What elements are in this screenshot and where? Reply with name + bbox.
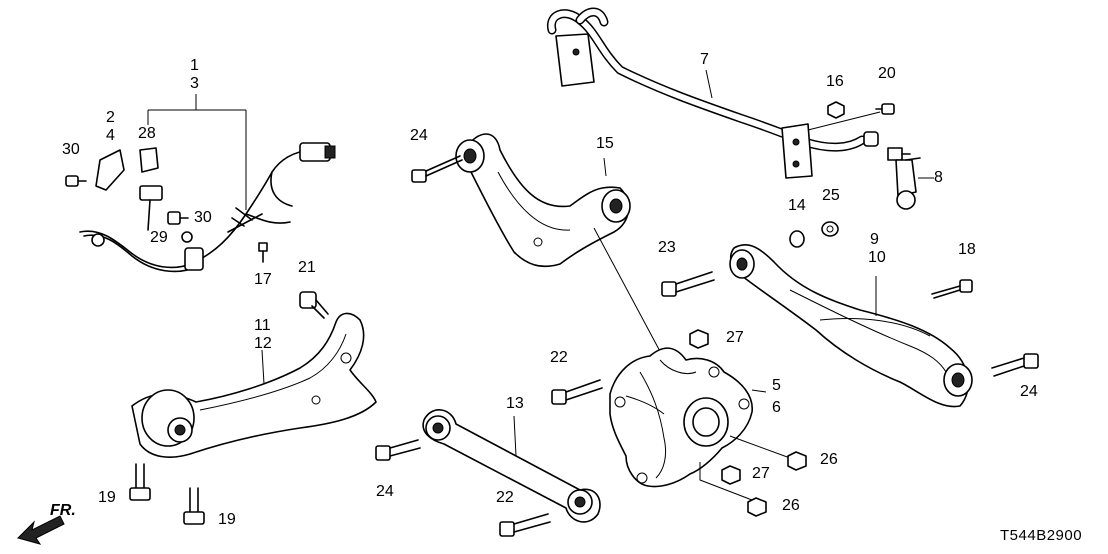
callout-1: 1 (190, 57, 199, 74)
callout-18: 18 (958, 241, 976, 258)
callout-24-upper: 24 (410, 127, 428, 144)
washer-14-drawing (789, 230, 805, 248)
callout-13: 13 (506, 395, 524, 412)
bolt-19-left-drawing (129, 463, 151, 501)
callout-20: 20 (878, 65, 896, 82)
bolt-18-drawing (931, 279, 973, 299)
callout-22-upper: 22 (550, 349, 568, 366)
front-direction-arrow (17, 515, 65, 545)
bolt-21-drawing (299, 291, 329, 319)
leader-26-lower (699, 462, 753, 501)
callout-27-upper: 27 (726, 329, 744, 346)
callout-26-upper: 26 (820, 451, 838, 468)
callout-26-lower: 26 (782, 497, 800, 514)
bolt-24-right-drawing (991, 353, 1039, 377)
wheel-speed-sensor-harness-drawing (79, 142, 336, 273)
callout-25: 25 (822, 187, 840, 204)
sensor-bracket-drawing (95, 149, 125, 191)
nut-26-lower-drawing (747, 497, 767, 517)
callout-29: 29 (150, 229, 168, 246)
leader-11-12 (261, 349, 265, 385)
bolt-24-upper-drawing (411, 155, 463, 183)
callout-19-right: 19 (218, 511, 236, 528)
callout-2: 2 (106, 109, 115, 126)
control-rod-drawing (422, 409, 601, 523)
leader-lines-1-3 (147, 94, 247, 210)
callout-10: 10 (868, 249, 886, 266)
callout-22-lower: 22 (496, 489, 514, 506)
lower-arm-drawing (729, 244, 973, 408)
leader-7 (705, 69, 713, 99)
nut-27-upper-drawing (689, 329, 709, 349)
callout-8: 8 (934, 169, 943, 186)
callout-16: 16 (826, 73, 844, 90)
callout-19-left: 19 (98, 489, 116, 506)
leader-26-upper (729, 435, 791, 459)
trailing-arm-drawing (131, 312, 377, 458)
diagram-code: T544B2900 (1000, 527, 1083, 544)
callout-15: 15 (596, 135, 614, 152)
bolt-17-drawing (258, 242, 268, 263)
stabilizer-bar-drawing (546, 7, 879, 179)
callout-17: 17 (254, 271, 272, 288)
callout-27-lower: 27 (752, 465, 770, 482)
flange-bolt-30-left (65, 175, 87, 187)
callout-9: 9 (870, 231, 879, 248)
front-direction-label: FR. (50, 502, 76, 519)
bolt-19-right-drawing (183, 487, 205, 525)
callout-6: 6 (772, 399, 781, 416)
nut-16-drawing (827, 101, 845, 119)
callout-30-right: 30 (194, 209, 212, 226)
leader-15-knuckle (593, 227, 671, 371)
callout-28: 28 (138, 125, 156, 142)
collar-25-drawing (821, 221, 839, 237)
callout-24-right: 24 (1020, 383, 1038, 400)
leader-15 (603, 157, 607, 177)
leader-13 (513, 415, 517, 457)
bolt-20-drawing (875, 103, 895, 115)
callout-3: 3 (190, 75, 199, 92)
leader-16-20 (807, 111, 881, 131)
knuckle-drawing (609, 347, 753, 488)
leader-5-6 (751, 389, 767, 393)
callout-12: 12 (254, 335, 272, 352)
callout-14: 14 (788, 197, 806, 214)
callout-4: 4 (106, 127, 115, 144)
bolt-24-lower-drawing (375, 439, 421, 461)
callout-11: 11 (254, 317, 271, 334)
callout-23: 23 (658, 239, 676, 256)
harness-clip-drawing (139, 147, 159, 173)
stabilizer-link-drawing (887, 147, 921, 210)
callout-5: 5 (772, 377, 781, 394)
callout-24-lower: 24 (376, 483, 394, 500)
nut-26-upper-drawing (787, 451, 807, 471)
callout-7: 7 (700, 51, 709, 68)
bolt-22-lower-drawing (499, 513, 551, 537)
callout-30-left: 30 (62, 141, 80, 158)
nut-27-lower-drawing (721, 465, 741, 485)
flange-bolt-30-right (167, 211, 189, 225)
upper-arm-drawing (455, 133, 631, 268)
nut-29-drawing (181, 231, 193, 243)
callout-21: 21 (298, 259, 316, 276)
bolt-22-upper-drawing (551, 379, 603, 405)
bolt-23-drawing (661, 271, 715, 297)
